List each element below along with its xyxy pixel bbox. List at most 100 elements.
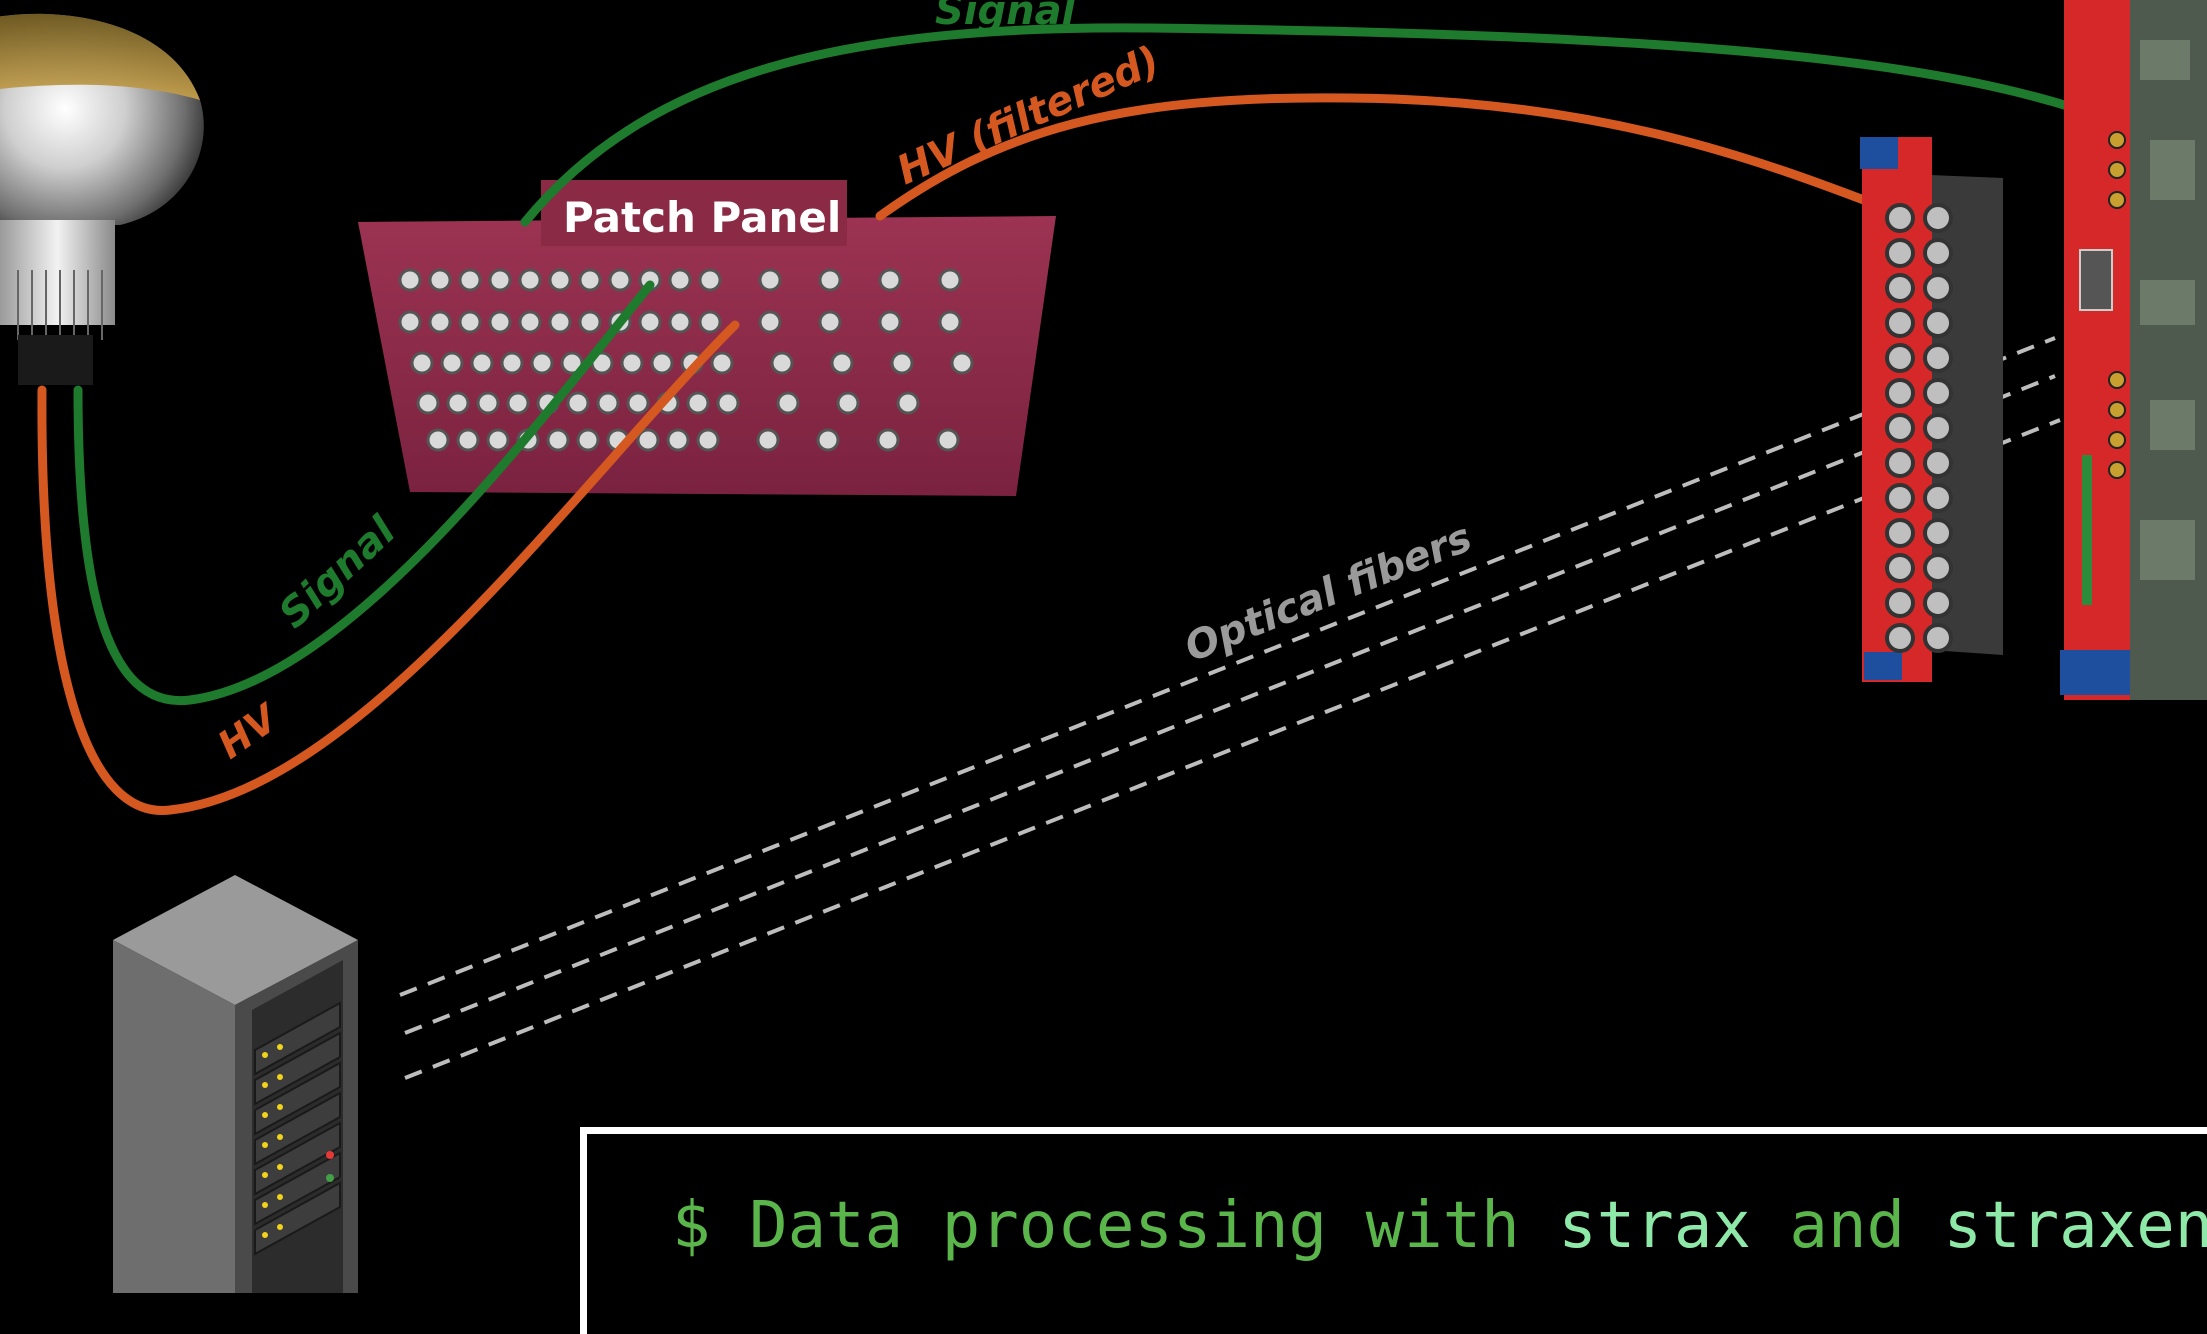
bnc-connector	[1923, 273, 1953, 303]
optical-fiber-2	[404, 374, 2056, 1035]
bnc-connector	[818, 268, 842, 292]
bnc-connector	[1885, 203, 1915, 233]
bnc-connector	[1885, 588, 1915, 618]
bnc-connector	[518, 310, 542, 334]
bnc-connector	[620, 351, 644, 375]
bnc-connector	[878, 310, 902, 334]
bnc-connector	[440, 351, 464, 375]
bnc-connector	[398, 268, 422, 292]
bnc-connector	[488, 310, 512, 334]
bnc-connector	[578, 310, 602, 334]
signal-top-label: Signal	[935, 0, 1077, 34]
cables	[37, 23, 2120, 815]
sma-connector	[2108, 371, 2126, 389]
bnc-connector	[578, 268, 602, 292]
bnc-connector	[830, 351, 854, 375]
bnc-connector	[476, 391, 500, 415]
bnc-connector	[1885, 238, 1915, 268]
bnc-connector	[1885, 308, 1915, 338]
bnc-connector	[638, 310, 662, 334]
bnc-connector	[576, 428, 600, 452]
bnc-connector	[698, 310, 722, 334]
bnc-connector	[686, 391, 710, 415]
bnc-connector	[938, 268, 962, 292]
bnc-connector	[758, 268, 782, 292]
optical-fibers	[399, 336, 2061, 1080]
bnc-connector	[1885, 623, 1915, 653]
bnc-connector	[518, 268, 542, 292]
hv-module-connectors	[1885, 203, 1953, 653]
bnc-connector	[818, 310, 842, 334]
sma-connector	[2108, 161, 2126, 179]
bnc-connector	[1923, 378, 1953, 408]
bnc-connector	[1923, 553, 1953, 583]
bnc-connector	[1923, 238, 1953, 268]
sma-connector	[2108, 401, 2126, 419]
bnc-connector	[758, 310, 782, 334]
bnc-connector	[456, 428, 480, 452]
bnc-connector	[650, 351, 674, 375]
bnc-connector	[530, 351, 554, 375]
bnc-connector	[1923, 448, 1953, 478]
terminal-box: $ Data processing with strax and straxen	[580, 1127, 2207, 1334]
bnc-connector	[1923, 343, 1953, 373]
daq-diagram: Patch Panel Signal HV (filtered) Signal …	[0, 0, 2207, 1293]
bnc-connector	[426, 428, 450, 452]
tool-straxen: straxen	[1943, 1189, 2207, 1263]
optical-fiber-3	[404, 418, 2061, 1080]
bnc-connector	[876, 428, 900, 452]
bnc-connector	[770, 351, 794, 375]
bnc-connector	[1923, 518, 1953, 548]
bnc-connector	[486, 428, 510, 452]
bnc-connector	[546, 428, 570, 452]
bnc-connector	[668, 268, 692, 292]
bnc-connector	[698, 268, 722, 292]
bnc-connector	[458, 268, 482, 292]
bnc-connector	[878, 268, 902, 292]
bnc-connector	[548, 268, 572, 292]
bnc-connector	[1885, 518, 1915, 548]
bnc-connector	[816, 428, 840, 452]
bnc-connector	[776, 391, 800, 415]
digitizer-connectors	[2108, 131, 2126, 479]
signal-cable-panel-to-digitizer	[520, 23, 2120, 227]
sma-connector	[2108, 131, 2126, 149]
bnc-connector	[896, 391, 920, 415]
bnc-connector	[458, 310, 482, 334]
bnc-connector	[1885, 483, 1915, 513]
bnc-connector	[890, 351, 914, 375]
bnc-connector	[1923, 483, 1953, 513]
signal-lower-label: Signal	[270, 507, 405, 637]
bnc-connector	[936, 428, 960, 452]
sma-connector	[2108, 191, 2126, 209]
bnc-connector	[1885, 553, 1915, 583]
bnc-connector	[836, 391, 860, 415]
bnc-connector	[756, 428, 780, 452]
bnc-connector	[428, 310, 452, 334]
bnc-connector	[488, 268, 512, 292]
bnc-connector	[1885, 273, 1915, 303]
bnc-connector	[696, 428, 720, 452]
bnc-connector	[596, 391, 620, 415]
terminal-command-line: $ Data processing with strax and straxen	[672, 1189, 2207, 1263]
tool-strax: strax	[1558, 1189, 1751, 1263]
bnc-connector	[1923, 308, 1953, 338]
bnc-connector	[548, 310, 572, 334]
hv-cable-pmt-to-panel	[37, 320, 740, 815]
bnc-connector	[398, 310, 422, 334]
digitizer-module	[2060, 0, 2207, 700]
hv-module	[1860, 137, 2003, 682]
bnc-connector	[416, 391, 440, 415]
photomultiplier-tube-icon	[0, 13, 204, 385]
hv-cable-panel-to-hv-module	[875, 93, 1895, 221]
bnc-connector	[446, 391, 470, 415]
bnc-connector	[1885, 413, 1915, 443]
bnc-connector	[710, 351, 734, 375]
bnc-connector	[666, 428, 690, 452]
bnc-connector	[500, 351, 524, 375]
bnc-connector	[1923, 203, 1953, 233]
bnc-connector	[938, 310, 962, 334]
bnc-connector	[716, 391, 740, 415]
bnc-connector	[410, 351, 434, 375]
bnc-connector	[506, 391, 530, 415]
